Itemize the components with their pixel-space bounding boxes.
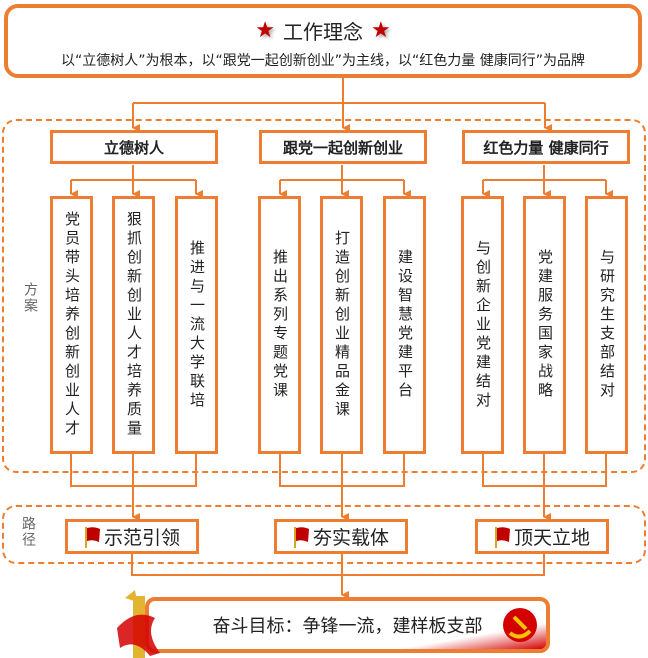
pillar-title: 跟党一起创新创业 bbox=[259, 130, 427, 164]
plan-item: 党员带头培养创新创业人才 bbox=[50, 196, 93, 454]
star-icon: ★ bbox=[371, 18, 391, 43]
plan-item-text: 党员带头培养创新创业人才 bbox=[63, 211, 81, 439]
plan-item: 打造创新创业精品金课 bbox=[320, 196, 363, 454]
goal-banner: 奋斗目标：争锋一流，建样板支部 bbox=[145, 597, 550, 653]
plan-item-text: 狠抓创新创业人才培养质量 bbox=[125, 211, 143, 439]
plan-item-text: 党建服务国家战略 bbox=[536, 249, 554, 401]
goal-text: 奋斗目标：争锋一流，建样板支部 bbox=[212, 616, 483, 637]
path-label-text: 夯实载体 bbox=[312, 527, 389, 549]
party-emblem-icon bbox=[503, 608, 537, 642]
path-box: 夯实载体 bbox=[274, 519, 408, 554]
plan-item-text: 打造创新创业精品金课 bbox=[333, 230, 351, 420]
plan-item-text: 推进与一流大学联培 bbox=[188, 239, 206, 411]
plan-label: 方案 bbox=[22, 282, 38, 314]
path-box: 顶天立地 bbox=[475, 519, 609, 554]
red-flag-icon bbox=[293, 526, 309, 548]
plan-item: 与创新企业党建结对 bbox=[461, 196, 504, 454]
plan-item-text: 与创新企业党建结对 bbox=[474, 239, 492, 411]
red-flag-icon bbox=[84, 526, 100, 548]
plan-item: 与研究生支部结对 bbox=[585, 196, 628, 454]
plan-item: 党建服务国家战略 bbox=[523, 196, 566, 454]
pillar-title: 立德树人 bbox=[50, 130, 218, 164]
path-label-text: 顶天立地 bbox=[513, 527, 590, 549]
philosophy-subtitle: 以“立德树人”为根本，以“跟党一起创新创业”为主线，以“红色力量 健康同行”为品… bbox=[61, 53, 585, 69]
huabiao-pillar-icon bbox=[117, 590, 160, 658]
work-philosophy-box: ★ 工作理念 ★ 以“立德树人”为根本，以“跟党一起创新创业”为主线，以“红色力量 … bbox=[4, 4, 642, 78]
philosophy-title: 工作理念 bbox=[283, 20, 363, 44]
plan-item-text: 与研究生支部结对 bbox=[598, 249, 616, 401]
path-box: 示范引领 bbox=[65, 519, 199, 554]
plan-section bbox=[2, 119, 646, 473]
pillar-title: 红色力量 健康同行 bbox=[462, 130, 630, 164]
star-icon: ★ bbox=[255, 18, 275, 43]
red-flag-icon bbox=[494, 526, 510, 548]
plan-item-text: 建设智慧党建平台 bbox=[396, 249, 414, 401]
plan-item: 狠抓创新创业人才培养质量 bbox=[112, 196, 155, 454]
path-section bbox=[2, 505, 646, 564]
plan-item-text: 推出系列专题党课 bbox=[271, 249, 289, 401]
path-label: 路径 bbox=[20, 516, 36, 548]
path-label-text: 示范引领 bbox=[103, 527, 180, 549]
plan-item: 推进与一流大学联培 bbox=[175, 196, 218, 454]
plan-item: 建设智慧党建平台 bbox=[383, 196, 426, 454]
plan-item: 推出系列专题党课 bbox=[258, 196, 301, 454]
